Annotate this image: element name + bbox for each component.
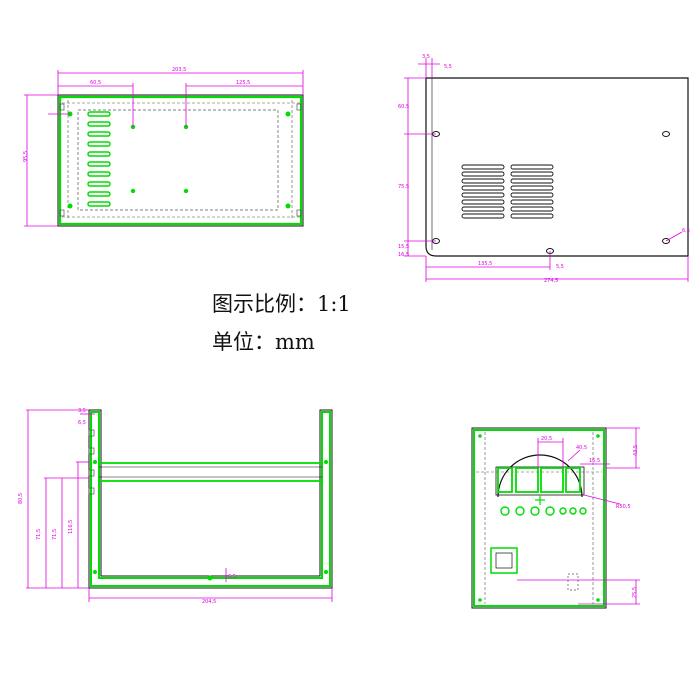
dim-side-top-edge: 3,5 bbox=[78, 408, 86, 414]
dim-front-side-window: 16,5 bbox=[589, 458, 600, 464]
dim-side-height: 80,5 bbox=[18, 493, 24, 504]
side-holes bbox=[93, 460, 328, 581]
panel-dimension-lines bbox=[404, 58, 689, 282]
dim-panel-width: 274,5 bbox=[544, 278, 558, 284]
side-tabs bbox=[88, 429, 95, 495]
dim-panel-radius: 6,5 bbox=[682, 228, 690, 234]
dim-panel-edge: 3,5 bbox=[422, 54, 430, 60]
small-tabs bbox=[59, 103, 302, 217]
dim-side-inner-height-a: 71,5 bbox=[36, 529, 42, 540]
indicator-holes bbox=[500, 506, 587, 516]
dim-side-hole-height: 116,5 bbox=[68, 520, 74, 534]
dim-overall-depth: 95,5 bbox=[23, 151, 29, 162]
vent-slots bbox=[87, 111, 111, 207]
front-dimension-lines bbox=[517, 427, 640, 605]
dim-front-bottom-cutout: 25,5 bbox=[632, 587, 638, 598]
bottom-right-front-view: 20,5 43,5 16,5 R50,5 40,5 25,5 bbox=[471, 427, 640, 609]
dim-panel-bottom-edge: 16,5 bbox=[398, 252, 409, 258]
dim-panel-hole-spacing: 75,5 bbox=[398, 184, 409, 190]
dim-side-inner-height-b: 71,5 bbox=[52, 529, 58, 540]
panel-vent-slots bbox=[461, 164, 554, 219]
dim-front-arc-center: 40,5 bbox=[576, 445, 587, 451]
meter-windows bbox=[497, 467, 581, 493]
dim-side-width: 204,5 bbox=[202, 599, 216, 605]
dim-side-bottom-hole: 6,5 bbox=[228, 574, 236, 580]
front-corner-holes bbox=[478, 434, 600, 602]
dim-panel-hole-bottom: 15,5 bbox=[398, 244, 409, 250]
top-right-panel-view: 3,5 5,5 60,5 75,5 15,5 16,5 135,5 274,5 … bbox=[398, 54, 690, 284]
dim-side-tab: 6,5 bbox=[78, 420, 86, 426]
dim-front-window-top: 43,5 bbox=[633, 445, 639, 456]
dim-front-radius: R50,5 bbox=[616, 504, 631, 510]
dim-hole-offset: 60,5 bbox=[90, 80, 101, 86]
panel-holes bbox=[432, 131, 670, 254]
scale-note: 图示比例：1:1 bbox=[212, 292, 351, 316]
dim-panel-notch: 5,5 bbox=[556, 264, 564, 270]
dim-hole-spacing: 125,5 bbox=[236, 80, 250, 86]
dim-panel-flange: 5,5 bbox=[444, 64, 452, 70]
top-left-plan-view: 203,5 60,5 125,5 95,5 bbox=[23, 67, 304, 227]
mounting-holes bbox=[67, 111, 291, 209]
unit-note: 单位：mm bbox=[212, 330, 315, 354]
dimension-lines bbox=[24, 70, 304, 227]
dim-panel-hole-top: 60,5 bbox=[398, 104, 409, 110]
bottom-left-side-view: 3,5 6,5 80,5 71,5 71,5 116,5 6,5 204,5 bbox=[18, 408, 333, 605]
dim-panel-center: 135,5 bbox=[478, 261, 492, 267]
dim-front-window-width: 20,5 bbox=[541, 436, 552, 442]
dim-overall-width: 203,5 bbox=[172, 67, 186, 73]
side-dimension-lines bbox=[26, 409, 333, 602]
